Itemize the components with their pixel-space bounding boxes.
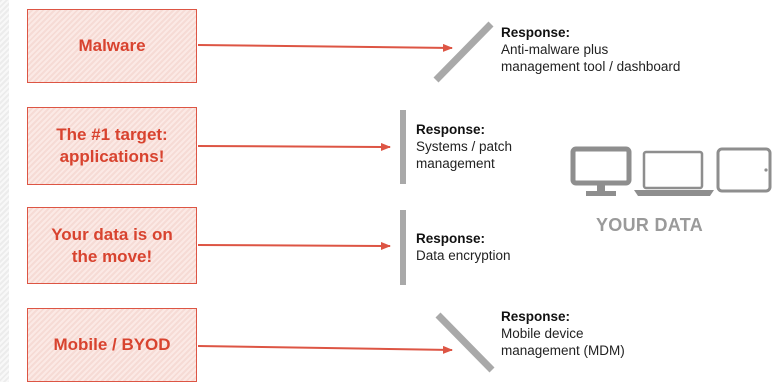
arrow-data-on-move bbox=[197, 241, 391, 250]
threat-label: Your data is on the move! bbox=[51, 224, 173, 266]
barrier-applications bbox=[400, 110, 406, 184]
threat-box-data-on-move: Your data is on the move! bbox=[27, 207, 197, 284]
threat-label: Malware bbox=[78, 36, 146, 55]
arrow-mobile-byod bbox=[197, 345, 453, 354]
barrier-malware bbox=[433, 21, 494, 83]
threat-label: Mobile / BYOD bbox=[53, 335, 171, 354]
barrier-mobile-byod bbox=[435, 312, 495, 373]
arrow-malware bbox=[197, 43, 453, 52]
left-decorative-stripe bbox=[0, 0, 9, 382]
response-heading: Response: bbox=[416, 231, 486, 246]
your-data-label: YOUR DATA bbox=[596, 215, 704, 235]
response-body: Data encryption bbox=[416, 248, 511, 263]
threat-box-mobile-byod: Mobile / BYOD bbox=[27, 308, 197, 382]
response-body: Anti-malware plus management tool / dash… bbox=[501, 42, 681, 74]
response-applications: Response: Systems / patch management bbox=[416, 121, 512, 172]
threat-box-applications: The #1 target: applications! bbox=[27, 107, 197, 185]
desktop-monitor-icon bbox=[570, 146, 632, 196]
threat-label: The #1 target: applications! bbox=[56, 125, 168, 166]
tablet-icon bbox=[716, 147, 772, 193]
response-mobile-byod: Response: Mobile device management (MDM) bbox=[501, 308, 625, 359]
response-body: Mobile device management (MDM) bbox=[501, 326, 625, 358]
response-heading: Response: bbox=[501, 25, 571, 40]
response-heading: Response: bbox=[416, 122, 486, 137]
barrier-data-on-move bbox=[400, 210, 406, 285]
arrow-applications bbox=[197, 142, 391, 151]
response-heading: Response: bbox=[501, 309, 571, 324]
laptop-icon bbox=[634, 150, 714, 196]
response-data-on-move: Response: Data encryption bbox=[416, 230, 511, 264]
response-body: Systems / patch management bbox=[416, 139, 513, 171]
threat-box-malware: Malware bbox=[27, 9, 197, 83]
response-malware: Response: Anti-malware plus management t… bbox=[501, 24, 680, 75]
